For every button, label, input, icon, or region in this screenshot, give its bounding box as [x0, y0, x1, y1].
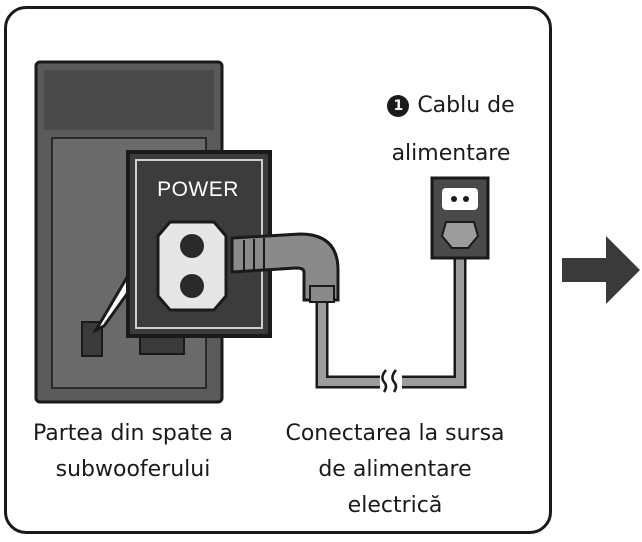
- connection-caption: Conectarea la sursa de alimentare electr…: [270, 416, 520, 524]
- step-number-badge: 1: [387, 95, 410, 117]
- cable-label-line1: Cablu de: [417, 93, 515, 118]
- connect-caption-line1: Conectarea la sursa: [285, 421, 505, 446]
- power-port-label: POWER: [157, 178, 239, 201]
- power-plug-icon: [230, 232, 340, 303]
- back-caption-line2: subwooferului: [55, 457, 211, 482]
- cable-break-icon: [381, 369, 388, 393]
- power-cable-label: 1 Cablu de alimentare: [376, 88, 526, 172]
- connect-caption-line2: de alimentare: [318, 457, 472, 482]
- connect-caption-line3: electrică: [347, 493, 443, 518]
- cable-label-line2: alimentare: [391, 141, 511, 166]
- back-caption-line1: Partea din spate a: [33, 421, 233, 446]
- power-cable: [315, 252, 467, 393]
- wall-outlet-icon: [430, 176, 490, 260]
- arrow-right-icon: [562, 236, 640, 304]
- subwoofer-back-caption: Partea din spate a subwooferului: [18, 416, 248, 488]
